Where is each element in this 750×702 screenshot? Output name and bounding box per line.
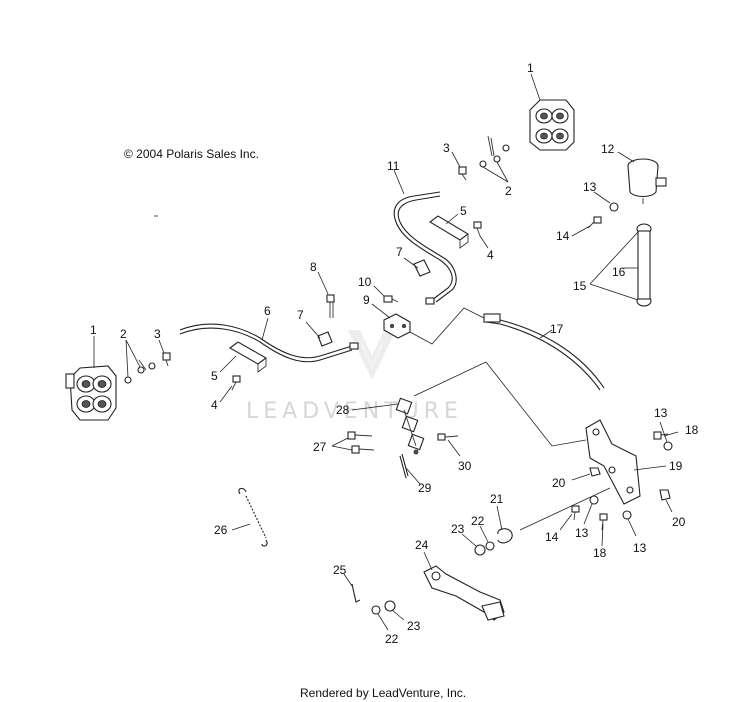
brake-line-6-fitting: [349, 342, 359, 350]
callout-1-right: 1: [527, 61, 534, 75]
pin-25: [351, 583, 361, 603]
callout-17: 17: [550, 322, 564, 336]
clip-7-left: [317, 331, 333, 347]
reservoir-12: [627, 158, 667, 204]
callout-22-lower: 22: [385, 632, 399, 646]
washers-left: [124, 359, 156, 384]
callout-15: 15: [573, 279, 587, 293]
bolt-18-lower: [599, 513, 608, 531]
washer-13-a: [609, 202, 619, 212]
brake-line-6: [179, 323, 353, 359]
brake-pedal-24: [423, 565, 505, 621]
washer-22-upper: [485, 541, 495, 551]
footer-text: Rendered by LeadVenture, Inc.: [300, 686, 466, 700]
callout-25: 25: [333, 563, 347, 577]
nut-23-upper: [474, 544, 486, 556]
callout-2-right: 2: [505, 184, 512, 198]
callout-24: 24: [415, 538, 429, 552]
watermark-text: LEADVENTURE: [246, 399, 463, 424]
callout-23-upper: 23: [451, 522, 465, 536]
tee-fitting-9: [383, 313, 411, 339]
callout-13-d: 13: [633, 541, 647, 555]
callout-21: 21: [490, 492, 504, 506]
bolt-4-left: [231, 375, 241, 391]
callout-27: 27: [313, 440, 327, 454]
callout-8: 8: [310, 260, 317, 274]
callout-4-upper: 4: [487, 248, 494, 262]
callout-18-right: 18: [685, 423, 699, 437]
callout-6: 6: [264, 304, 271, 318]
nut-20-right: [659, 489, 671, 501]
bracket-5-left: [229, 341, 267, 373]
callout-18-lower: 18: [593, 546, 607, 560]
callout-14-lower: 14: [545, 530, 559, 544]
callout-13-c: 13: [575, 526, 589, 540]
callout-20-left: 20: [552, 476, 566, 490]
callout-3-left: 3: [154, 327, 161, 341]
callout-5-upper: 5: [460, 204, 467, 218]
bracket-5-upper: [429, 215, 469, 249]
nut-20-left: [589, 467, 601, 477]
callout-13-a: 13: [583, 180, 597, 194]
callout-13-b: 13: [654, 406, 668, 420]
bracket-19: [585, 419, 641, 505]
line-connect-b: [413, 361, 587, 447]
callout-3-right: 3: [443, 141, 450, 155]
cable-17-end: [483, 313, 501, 323]
callout-19: 19: [669, 459, 683, 473]
callout-12: 12: [601, 142, 615, 156]
washer-13-c: [589, 495, 599, 505]
callout-29: 29: [418, 481, 432, 495]
callout-16: 16: [612, 265, 626, 279]
callout-28: 28: [336, 403, 350, 417]
callout-26: 26: [214, 523, 228, 537]
bolt-4-upper: [473, 221, 482, 237]
callout-20-right: 20: [672, 515, 686, 529]
brake-line-11: [393, 191, 453, 301]
bolt-3-left: [162, 352, 171, 367]
bolt-14-lower: [571, 505, 580, 521]
clip-21: [497, 528, 513, 544]
clip-7-upper: [413, 259, 431, 277]
caliper-left: [65, 365, 117, 421]
linkage-28: [395, 397, 425, 455]
callout-9: 9: [363, 293, 370, 307]
washer-13-d: [622, 510, 632, 520]
callout-4-left: 4: [211, 398, 218, 412]
callout-2-left: 2: [120, 327, 127, 341]
callout-7-upper: 7: [396, 245, 403, 259]
line-connect-a: [409, 307, 485, 345]
nut-23-lower: [384, 600, 396, 612]
callout-11: 11: [387, 159, 400, 173]
copyright-text: © 2004 Polaris Sales Inc.: [124, 147, 259, 161]
callout-7-left: 7: [297, 308, 304, 322]
hose-16: [637, 230, 651, 300]
bolt-30: [437, 433, 459, 441]
caliper-right: [529, 99, 575, 151]
washer-13-b: [663, 441, 673, 451]
callout-30: 30: [458, 459, 472, 473]
pin-29: [399, 453, 409, 479]
callout-23-lower: 23: [407, 619, 421, 633]
callout-10: 10: [358, 275, 372, 289]
bolt-3-right: [458, 166, 467, 181]
callout-1-left: 1: [90, 323, 97, 337]
callout-5-left: 5: [211, 369, 218, 383]
bolt-8: [326, 294, 335, 318]
brake-line-11-fitting: [425, 297, 435, 305]
washers-right: [479, 135, 510, 168]
bolt-10: [383, 295, 399, 303]
spring-26: [238, 487, 268, 547]
watermark-logo: [348, 330, 396, 380]
bolt-27: [347, 431, 375, 454]
callout-14-upper: 14: [556, 229, 570, 243]
cable-17: [485, 317, 605, 389]
line-connect-c: [519, 487, 611, 531]
washer-22-lower: [371, 605, 381, 615]
callout-22-upper: 22: [471, 514, 485, 528]
